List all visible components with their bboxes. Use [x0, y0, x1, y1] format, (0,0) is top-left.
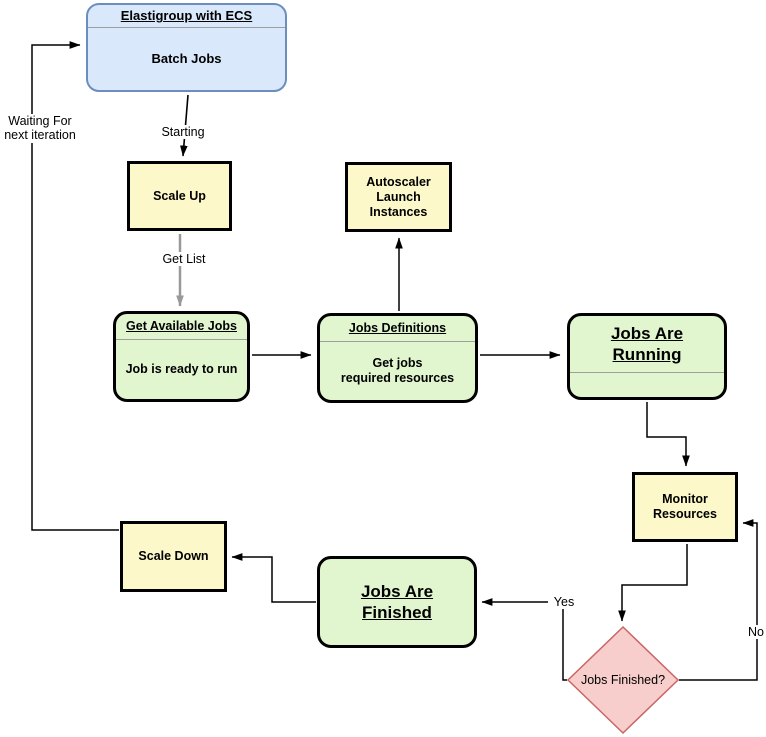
node-label: Scale Down — [138, 549, 209, 563]
edge-jobsfinished-to-scaledown — [231, 553, 316, 603]
node-label: Scale Up — [153, 188, 206, 203]
node-title: Jobs Are Running — [570, 316, 724, 373]
edge-label-waiting-for-next-iteration: Waiting For next iteration — [0, 114, 80, 143]
edge-jobsrunning-to-monitor — [646, 402, 690, 467]
node-jobs-are-running: Jobs Are Running — [567, 313, 727, 400]
edge-decision-yes-to-jobsfinished — [481, 598, 567, 681]
edge-monitor-to-decision — [618, 544, 688, 622]
edge-label-yes: Yes — [548, 595, 580, 610]
node-label: Autoscaler Launch Instances — [366, 174, 431, 219]
edge-label-get-list: Get List — [158, 252, 210, 267]
node-body — [570, 373, 724, 397]
node-body: Get jobs required resources — [340, 356, 455, 385]
node-autoscaler-launch-instances: Autoscaler Launch Instances — [345, 162, 452, 232]
node-scale-down: Scale Down — [120, 521, 227, 592]
decision-diamond-shape — [566, 625, 680, 735]
node-jobs-are-finished: Jobs Are Finished — [317, 556, 477, 648]
node-body: Job is ready to run — [125, 362, 238, 376]
node-title: Jobs Definitions — [320, 316, 475, 342]
node-body: Batch Jobs — [151, 51, 222, 67]
node-jobs-definitions: Jobs Definitions Get jobs required resou… — [317, 313, 478, 403]
decision-diamond-label: Jobs Finished? — [580, 673, 666, 687]
node-label: Monitor Resources — [653, 492, 717, 521]
node-elastigroup-batch-jobs: Elastigroup with ECS Batch Jobs — [86, 3, 287, 92]
node-monitor-resources: Monitor Resources — [632, 472, 738, 542]
edge-scaledown-loop-to-elastigroup — [31, 41, 119, 531]
node-title: Get Available Jobs — [116, 314, 247, 340]
node-get-available-jobs: Get Available Jobs Job is ready to run — [113, 311, 250, 402]
edge-label-starting: Starting — [158, 125, 208, 140]
node-scale-up: Scale Up — [127, 161, 232, 231]
node-title: Elastigroup with ECS — [88, 5, 285, 28]
node-title: Jobs Are Finished — [360, 581, 434, 622]
edge-decision-no-to-monitor — [679, 519, 758, 681]
edge-label-no: No — [744, 625, 766, 640]
